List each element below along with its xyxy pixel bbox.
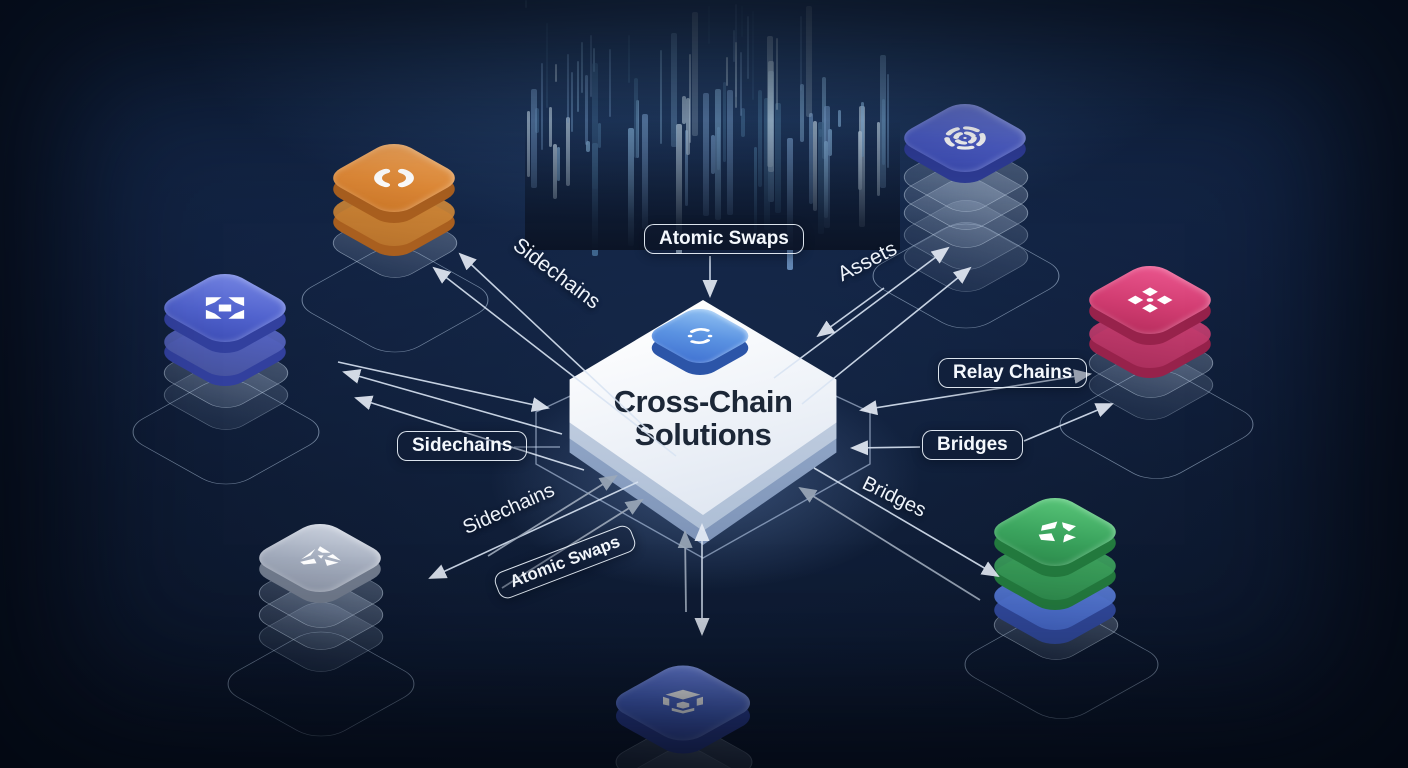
open-cube-icon: [605, 659, 761, 746]
center-title-line2: Solutions: [634, 416, 772, 452]
recycle-icon: [984, 492, 1125, 571]
dashed-orbit-icon: [894, 98, 1035, 177]
label-sidechains-box: Sidechains: [397, 431, 528, 461]
four-arrows-icon: [1079, 260, 1220, 339]
center-title: Cross-Chain Solutions: [558, 384, 848, 452]
label-atomic-swaps-top: Atomic Swaps: [644, 224, 804, 254]
label-relay-chains: Relay Chains: [938, 358, 1088, 388]
digital-rain-backdrop: [525, 0, 900, 270]
chain-link-icon: [323, 138, 464, 217]
target-square-icon: [154, 268, 295, 347]
shard-triangle-icon: [249, 518, 390, 597]
rain-fade-gradient: [525, 120, 900, 250]
center-title-line1: Cross-Chain: [613, 384, 793, 419]
label-bridges-box: Bridges: [922, 430, 1023, 460]
